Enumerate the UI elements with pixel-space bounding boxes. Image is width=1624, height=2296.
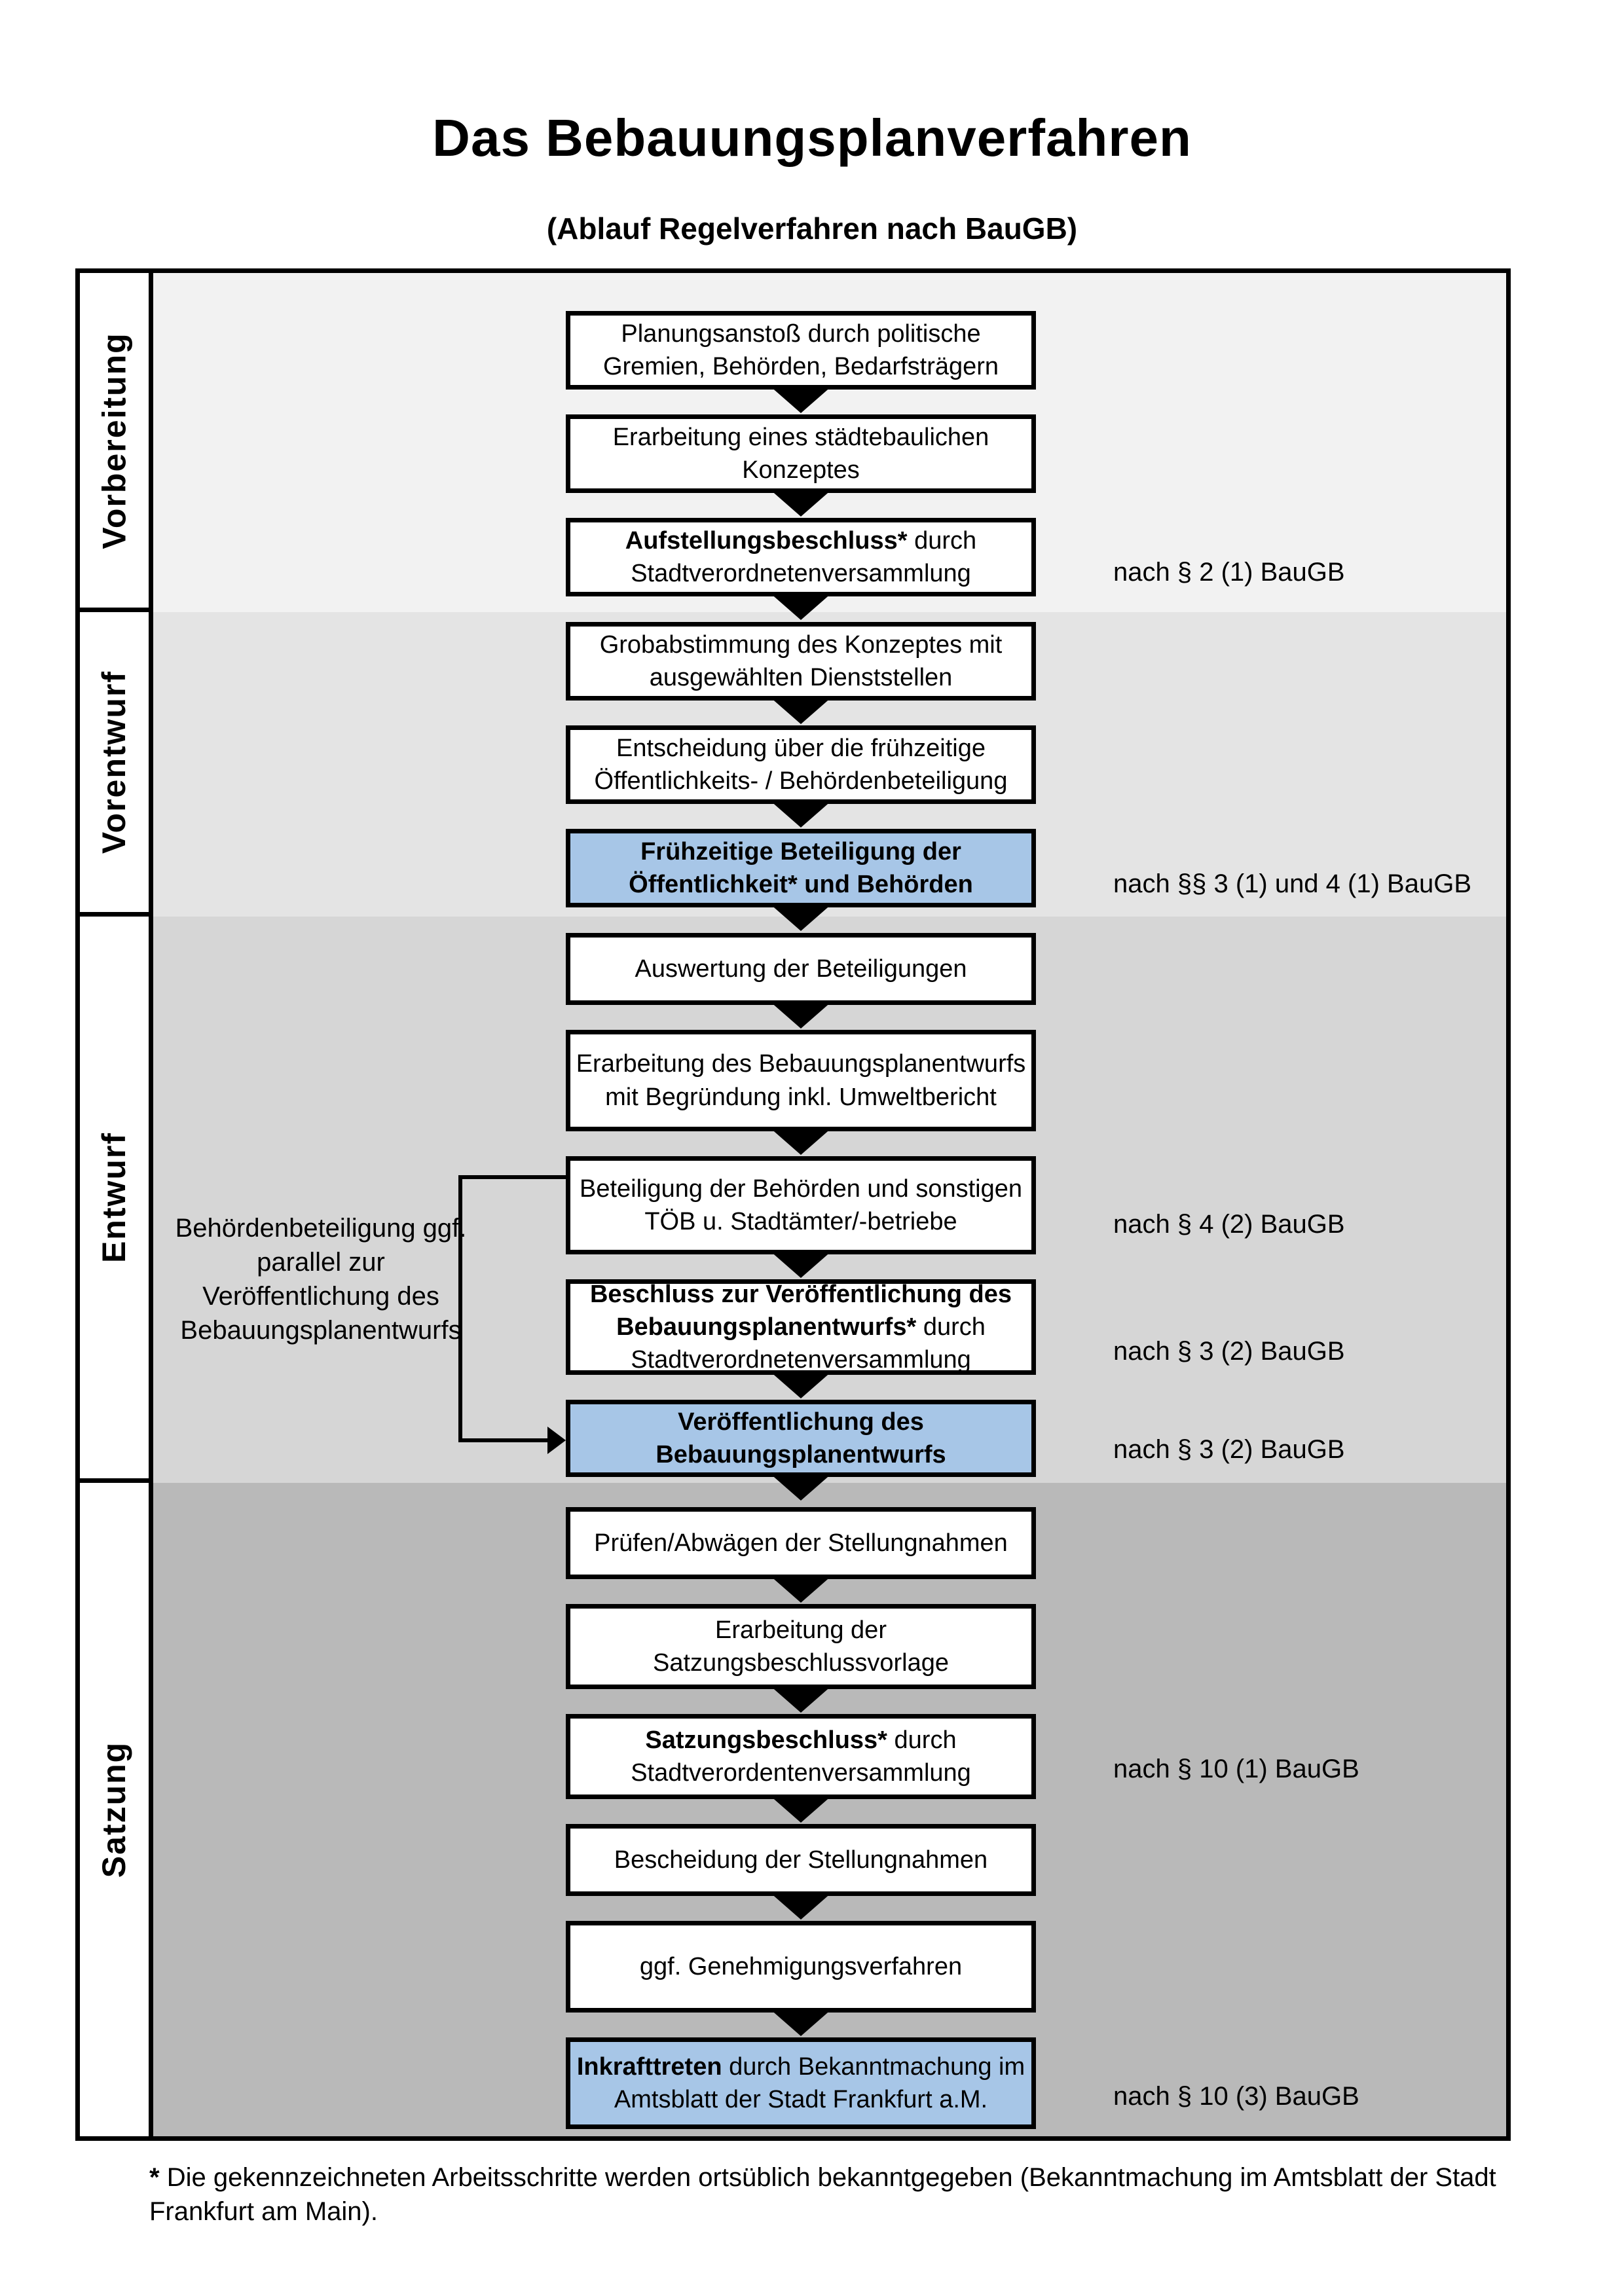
step-box-highlighted: Frühzeitige Beteiligung der Öffentlichke… bbox=[566, 829, 1036, 907]
step-box: Grobabstimmung des Konzeptes mit ausgewä… bbox=[566, 622, 1036, 701]
phase-label-text: Entwurf bbox=[96, 1131, 133, 1264]
step-text-bold: Inkrafttreten bbox=[576, 2052, 722, 2081]
step-text: Erarbeitung des Bebauungsplanentwurfs mi… bbox=[576, 1050, 1026, 1111]
step-box: Satzungsbeschluss* durch Stadtverordente… bbox=[566, 1714, 1036, 1799]
phase-label-text: Satzung bbox=[96, 1741, 133, 1878]
step-box: ggf. Genehmigungsverfahren bbox=[566, 1921, 1036, 2013]
step-text-bold: Frühzeitige Beteiligung der Öffentlichke… bbox=[629, 837, 973, 898]
step-text: ggf. Genehmigungsverfahren bbox=[639, 1952, 963, 1980]
parallel-note: Behördenbeteiligung ggf. parallel zur Ve… bbox=[175, 1214, 467, 1345]
arrow-right-icon bbox=[547, 1427, 566, 1454]
step-text: Erarbeitung der Satzungsbeschlussvorlage bbox=[652, 1616, 950, 1677]
step-text-bold: Beschluss zur Veröffentlichung des Bebau… bbox=[589, 1280, 1012, 1341]
step-text: Bescheidung der Stellungnahmen bbox=[614, 1846, 988, 1874]
page-title: Das Bebauungsplanverfahren bbox=[432, 109, 1192, 167]
phase-label-text: Vorbereitung bbox=[96, 331, 133, 549]
arrow-down-icon bbox=[769, 1001, 832, 1029]
parallel-branch-line bbox=[458, 1175, 566, 1179]
phase-label-text: Vorentwurf bbox=[96, 670, 133, 854]
step-text: durch Stadtverordentenversammlung bbox=[631, 1726, 971, 1787]
step-box: Prüfen/Abwägen der Stellungnahmen bbox=[566, 1507, 1036, 1579]
arrow-down-icon bbox=[769, 697, 832, 724]
step-box: Beschluss zur Veröffentlichung des Bebau… bbox=[566, 1279, 1036, 1375]
phase-label-satzung: Satzung bbox=[75, 1478, 153, 2141]
step-box: Entscheidung über die frühzeitige Öffent… bbox=[566, 725, 1036, 804]
step-box: Erarbeitung der Satzungsbeschlussvorlage bbox=[566, 1604, 1036, 1689]
legal-reference: nach § 10 (1) BauGB bbox=[1113, 1755, 1359, 1783]
step-box: Auswertung der Beteiligungen bbox=[566, 933, 1036, 1005]
step-text: Prüfen/Abwägen der Stellungnahmen bbox=[594, 1529, 1008, 1557]
step-box: Beteiligung der Behörden und sonstigen T… bbox=[566, 1156, 1036, 1254]
footnote-marker: * bbox=[149, 2163, 160, 2192]
parallel-branch-line bbox=[458, 1175, 462, 1442]
arrow-down-icon bbox=[769, 1685, 832, 1713]
step-text: Entscheidung über die frühzeitige Öffent… bbox=[594, 734, 1008, 795]
step-text-bold: Satzungsbeschluss* bbox=[645, 1726, 887, 1754]
step-box: Bescheidung der Stellungnahmen bbox=[566, 1824, 1036, 1896]
step-box-highlighted: Veröffentlichung des Bebauungsplanentwur… bbox=[566, 1400, 1036, 1477]
arrow-down-icon bbox=[769, 386, 832, 413]
arrow-down-icon bbox=[769, 592, 832, 620]
step-text: durch Bekanntmachung im Amtsblatt der St… bbox=[614, 2052, 1025, 2113]
footnote-text: Die gekennzeichneten Arbeitsschritte wer… bbox=[149, 2163, 1496, 2226]
arrow-down-icon bbox=[769, 1575, 832, 1603]
step-text: Auswertung der Beteiligungen bbox=[635, 955, 967, 983]
step-text: Erarbeitung eines städtebaulichen Konzep… bbox=[612, 423, 989, 484]
step-box: Planungsanstoß durch politische Gremien,… bbox=[566, 311, 1036, 390]
step-box: Erarbeitung eines städtebaulichen Konzep… bbox=[566, 414, 1036, 493]
parallel-branch-line bbox=[458, 1438, 549, 1442]
step-box: Erarbeitung des Bebauungsplanentwurfs mi… bbox=[566, 1030, 1036, 1131]
footnote: * Die gekennzeichneten Arbeitsschritte w… bbox=[149, 2160, 1538, 2229]
legal-reference: nach § 3 (2) BauGB bbox=[1113, 1435, 1345, 1464]
arrow-down-icon bbox=[769, 1892, 832, 1920]
legal-reference: nach § 2 (1) BauGB bbox=[1113, 558, 1345, 587]
page-subtitle: (Ablauf Regelverfahren nach BauGB) bbox=[546, 211, 1078, 246]
step-text: Beteiligung der Behörden und sonstigen T… bbox=[579, 1175, 1023, 1235]
arrow-down-icon bbox=[769, 1795, 832, 1823]
legal-reference: nach § 3 (2) BauGB bbox=[1113, 1337, 1345, 1366]
legal-reference: nach §§ 3 (1) und 4 (1) BauGB bbox=[1113, 869, 1471, 898]
phase-label-entwurf: Entwurf bbox=[75, 912, 153, 1483]
arrow-down-icon bbox=[769, 903, 832, 931]
legal-reference: nach § 10 (3) BauGB bbox=[1113, 2082, 1359, 2111]
step-text: durch Stadtverordnetenversammlung bbox=[631, 1313, 986, 1374]
arrow-down-icon bbox=[769, 1371, 832, 1398]
arrow-down-icon bbox=[769, 800, 832, 828]
step-box-highlighted: Inkrafttreten durch Bekanntmachung im Am… bbox=[566, 2037, 1036, 2129]
phase-label-vorbereitung: Vorbereitung bbox=[75, 268, 153, 612]
step-text-bold: Aufstellungsbeschluss* bbox=[625, 526, 908, 555]
step-text: Planungsanstoß durch politische Gremien,… bbox=[602, 319, 999, 380]
arrow-down-icon bbox=[769, 1473, 832, 1501]
legal-reference: nach § 4 (2) BauGB bbox=[1113, 1210, 1345, 1239]
arrow-down-icon bbox=[769, 2009, 832, 2036]
phase-label-vorentwurf: Vorentwurf bbox=[75, 608, 153, 917]
arrow-down-icon bbox=[769, 489, 832, 517]
step-text-bold: Veröffentlichung des Bebauungsplanentwur… bbox=[655, 1408, 946, 1468]
arrow-down-icon bbox=[769, 1127, 832, 1155]
step-text: Grobabstimmung des Konzeptes mit ausgewä… bbox=[599, 630, 1003, 691]
step-box: Aufstellungsbeschluss* durch Stadtverord… bbox=[566, 518, 1036, 596]
step-text: durch Stadtverordnetenversammlung bbox=[631, 526, 977, 587]
arrow-down-icon bbox=[769, 1250, 832, 1278]
